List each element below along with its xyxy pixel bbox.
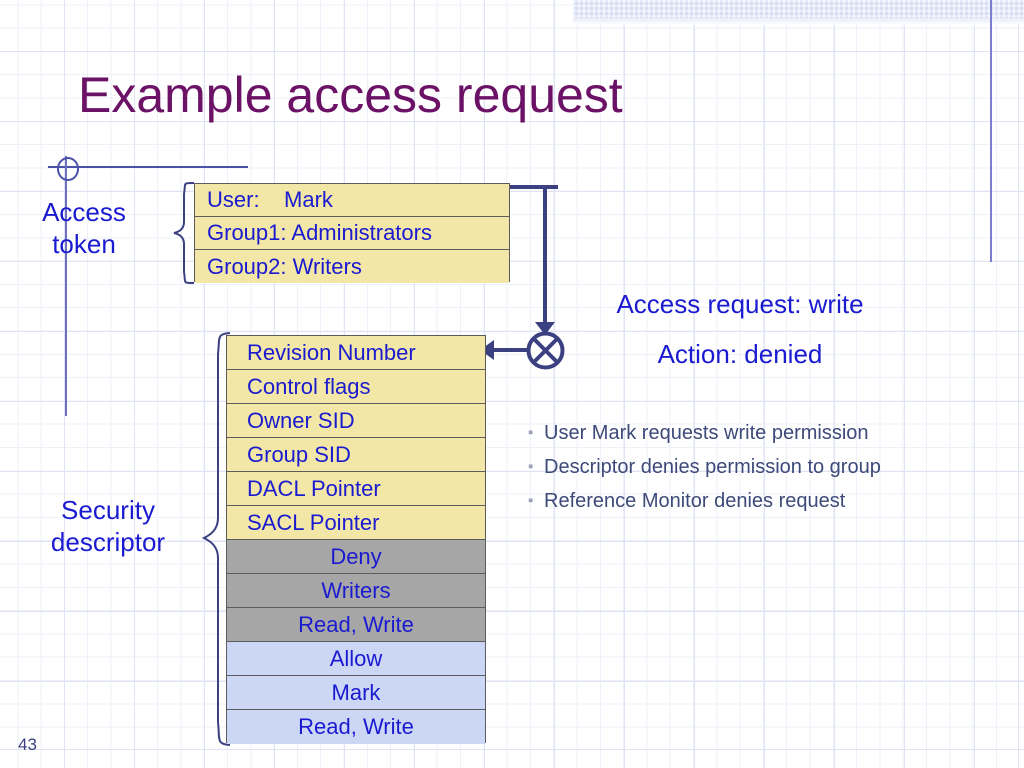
table-row: Allow (227, 642, 485, 676)
action-callout: Action: denied (657, 339, 823, 369)
connector-line-horizontal-top (510, 185, 558, 189)
table-row: SACL Pointer (227, 506, 485, 540)
security-descriptor-label-line2: descriptor (50, 527, 166, 557)
page-title: Example access request (78, 67, 623, 123)
table-row: Group2: Writers (195, 250, 509, 283)
security-descriptor-table: Revision Number Control flags Owner SID … (226, 335, 486, 744)
access-request-callout: Access request: write (616, 289, 864, 319)
access-token-table: User: Mark Group1: Administrators Group2… (194, 183, 510, 283)
access-token-label-line1: Access (42, 197, 126, 227)
bullet-point-icon: ▪ (528, 424, 534, 441)
table-row: Mark (227, 676, 485, 710)
table-row: User: Mark (195, 184, 509, 217)
curly-brace-icon-descriptor (201, 332, 231, 746)
bullet-point-icon: ▪ (528, 458, 534, 475)
circle-outline-icon (57, 157, 79, 181)
top-banner-decoration (573, 0, 1024, 18)
security-descriptor-label-line1: Security (61, 495, 155, 525)
list-item-label: Reference Monitor denies request (544, 490, 846, 512)
vertical-rule-decoration (990, 0, 992, 262)
list-item: ▪ Reference Monitor denies request (528, 484, 1008, 518)
table-row: DACL Pointer (227, 472, 485, 506)
decorative-horizontal-rule (48, 166, 248, 168)
table-row: Read, Write (227, 608, 485, 642)
table-row: Deny (227, 540, 485, 574)
access-token-label: Access token (14, 196, 154, 260)
security-descriptor-label: Security descriptor (8, 494, 208, 558)
table-row: Read, Write (227, 710, 485, 744)
top-banner-fade (573, 18, 1024, 25)
table-row: Group SID (227, 438, 485, 472)
table-row: Writers (227, 574, 485, 608)
decorative-vertical-rule (65, 156, 67, 416)
bullet-point-icon: ▪ (528, 492, 534, 509)
connector-line-vertical (543, 185, 547, 325)
arrow-down-icon (535, 322, 555, 335)
access-token-label-line2: token (52, 229, 116, 259)
list-item: ▪ User Mark requests write permission (528, 416, 1008, 450)
table-row: Group1: Administrators (195, 217, 509, 250)
list-item: ▪ Descriptor denies permission to group (528, 450, 1008, 484)
curly-brace-icon-token (173, 182, 195, 284)
explanation-bullet-list: ▪ User Mark requests write permission ▪ … (528, 416, 1008, 518)
table-row: Revision Number (227, 336, 485, 370)
connector-line-horizontal-left (493, 348, 529, 352)
list-item-label: User Mark requests write permission (544, 422, 869, 444)
table-row: Owner SID (227, 404, 485, 438)
slide-number: 43 (18, 735, 37, 754)
circle-x-icon (526, 331, 565, 370)
list-item-label: Descriptor denies permission to group (544, 456, 881, 478)
table-row: Control flags (227, 370, 485, 404)
